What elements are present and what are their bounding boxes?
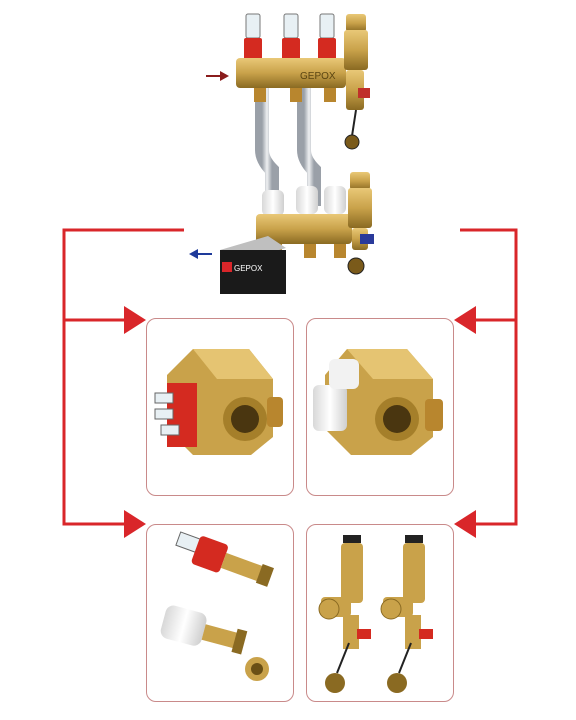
arrow-right-bottom-left-icon (124, 510, 146, 538)
box-logo-text: GEPOX (234, 264, 263, 273)
arrow-left-top-right-icon (454, 306, 476, 334)
arrow-right-top-left-icon (124, 306, 146, 334)
valve-cap-group-bottom (262, 186, 346, 216)
manifold-illustration: GEPOX GEPOX (220, 13, 374, 294)
bracket-left (255, 88, 279, 206)
arrow-left-bottom-right-icon (454, 510, 476, 538)
flowmeter-group-top (244, 13, 336, 60)
panel-manifold-flowmeters (146, 318, 294, 496)
panel-air-vent-drain-valves (306, 524, 454, 702)
panel-flowmeter-valve-parts (146, 524, 294, 702)
top-logo-text: GEPOX (300, 71, 336, 82)
outflow-arrow-icon (189, 249, 212, 259)
top-manifold-bar (236, 58, 346, 88)
product-box: GEPOX (220, 236, 286, 294)
bottom-manifold-bar (256, 214, 352, 244)
bracket-right (297, 88, 321, 206)
panel-manifold-valve-inserts (306, 318, 454, 496)
inflow-arrow-icon (206, 71, 229, 81)
